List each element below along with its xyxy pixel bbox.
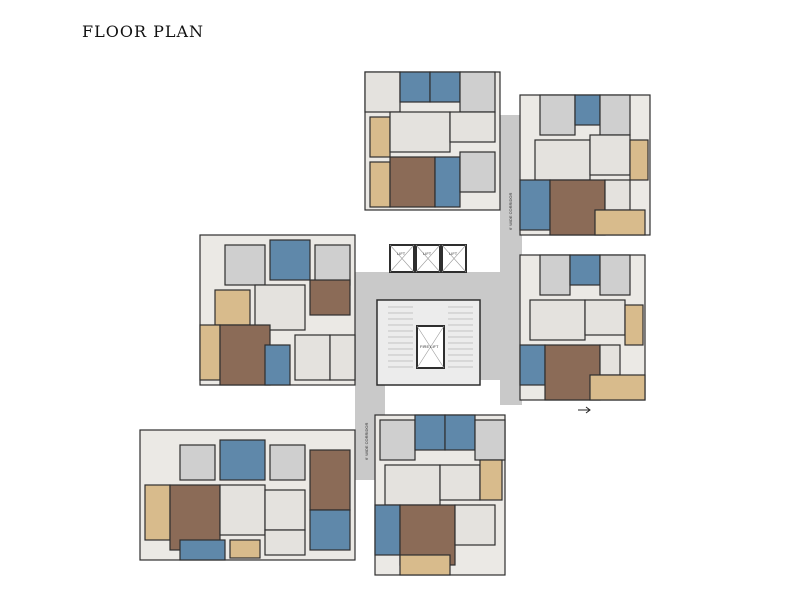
toilet [574, 94, 601, 126]
living-area [589, 134, 631, 176]
stair-block: FIRE LIFT [376, 299, 481, 386]
corridor-label-right: 6' WIDE CORRIDOR [508, 192, 513, 230]
living-area [254, 284, 306, 331]
lift-1: LIFT [389, 244, 415, 273]
core: LIFT LIFT LIFT FIRE LIFT 6' WIDE CORRIDO… [364, 192, 591, 460]
bedroom [599, 94, 631, 136]
lift-3: LIFT [441, 244, 467, 273]
corridor-label-left: 6' WIDE CORRIDOR [364, 422, 369, 460]
toilet [374, 504, 401, 556]
living-area [534, 139, 591, 181]
bedroom [539, 94, 576, 136]
balcony [144, 484, 171, 541]
toilet [264, 344, 291, 386]
bedroom [459, 151, 496, 193]
unit-top-center [364, 71, 501, 211]
toilet [219, 439, 266, 481]
bedroom [539, 254, 571, 296]
lift-label: LIFT [449, 251, 458, 256]
toilet [269, 239, 311, 281]
balcony [369, 161, 391, 208]
bedroom [459, 71, 496, 113]
master-bedroom [169, 484, 221, 551]
balcony [589, 374, 646, 401]
unit-right-middle [519, 254, 646, 401]
bedroom [224, 244, 266, 286]
master-bedroom [219, 324, 271, 386]
toilet [179, 539, 226, 561]
living-area [599, 344, 621, 376]
toilet [519, 344, 546, 386]
living-area [439, 464, 481, 501]
living-area [329, 334, 356, 381]
living-area [449, 111, 496, 143]
master-bedroom [309, 279, 351, 316]
toilet [429, 71, 461, 103]
living-area [389, 111, 451, 153]
living-area [529, 299, 586, 341]
bedroom [269, 444, 306, 481]
balcony [399, 554, 451, 576]
master-bedroom [309, 449, 351, 511]
entry-arrow-icon [578, 406, 591, 414]
balcony [624, 304, 644, 346]
corridors [355, 115, 522, 480]
master-bedroom [549, 179, 606, 236]
toilet [569, 254, 601, 286]
unit-top-right [519, 94, 651, 236]
toilet [399, 71, 431, 103]
toilet [444, 414, 476, 451]
living-area [454, 504, 496, 546]
living-area [364, 71, 401, 113]
balcony [594, 209, 646, 236]
balcony [214, 289, 251, 326]
bedroom [314, 244, 351, 286]
master-bedroom [389, 156, 436, 208]
unit-left-middle [199, 234, 356, 386]
unit-bottom-left [139, 429, 356, 561]
balcony [369, 116, 391, 158]
lift-label: LIFT [423, 251, 432, 256]
corridor [355, 272, 520, 302]
bedroom [599, 254, 631, 296]
living-area [219, 484, 266, 536]
corridor [480, 300, 522, 380]
lift-label: LIFT [397, 251, 406, 256]
living-area [604, 179, 631, 211]
balcony [229, 539, 261, 559]
lift-2: LIFT [415, 244, 441, 273]
page-title: FLOOR PLAN [82, 22, 205, 41]
toilet [434, 156, 461, 208]
toilet [519, 179, 551, 231]
units [139, 71, 651, 576]
bedroom [379, 419, 416, 461]
balcony [199, 324, 221, 381]
bedroom [474, 419, 506, 461]
living-area [384, 464, 441, 506]
toilet [309, 509, 351, 551]
balcony [629, 139, 649, 181]
living-area [294, 334, 331, 381]
balcony [479, 459, 503, 501]
fire-lift-label: FIRE LIFT [420, 344, 439, 349]
bedroom [179, 444, 216, 481]
toilet [414, 414, 446, 451]
living-area [584, 299, 626, 336]
living-area [264, 489, 306, 531]
unit-bottom-center [374, 414, 506, 576]
living-area [264, 529, 306, 556]
